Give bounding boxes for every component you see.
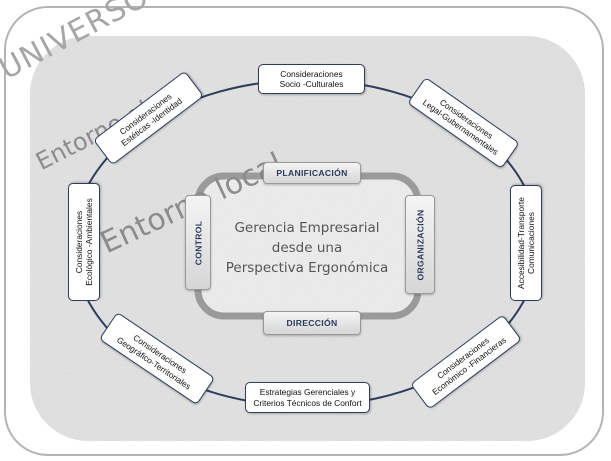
global-environment-area (30, 36, 585, 441)
direction-box: DIRECCIÓN (263, 311, 361, 335)
direction-label: DIRECCIÓN (286, 318, 338, 328)
box-line: Consideraciones (73, 210, 84, 274)
box-line: Comunicaciones (526, 212, 536, 274)
control-box: CONTROL (185, 195, 211, 290)
central-concept-line: Gerencia Empresarial (234, 220, 380, 236)
box-line: Socio -Culturales (279, 79, 344, 89)
central-concept-line: Perspectiva Ergonómica (225, 260, 389, 276)
central-concept-line: desde una (271, 240, 343, 256)
box-line: Estrategias Gerenciales y (259, 387, 356, 397)
box-line: Criterios Técnicos de Confort (253, 397, 362, 408)
control-label: CONTROL (193, 220, 203, 265)
organization-label: ORGANIZACIÓN (415, 209, 426, 280)
box-line: Consideraciones (280, 68, 343, 79)
planning-label: PLANIFICACIÓN (276, 168, 348, 178)
box-line: Accesibilidad-Transporte (515, 197, 526, 289)
organization-box: ORGANIZACIÓN (405, 195, 435, 294)
central-concept: Gerencia Empresarial desde una Perspecti… (222, 218, 392, 278)
planning-box: PLANIFICACIÓN (263, 162, 361, 184)
box-line: Ecológico -Ambientales (84, 198, 94, 286)
